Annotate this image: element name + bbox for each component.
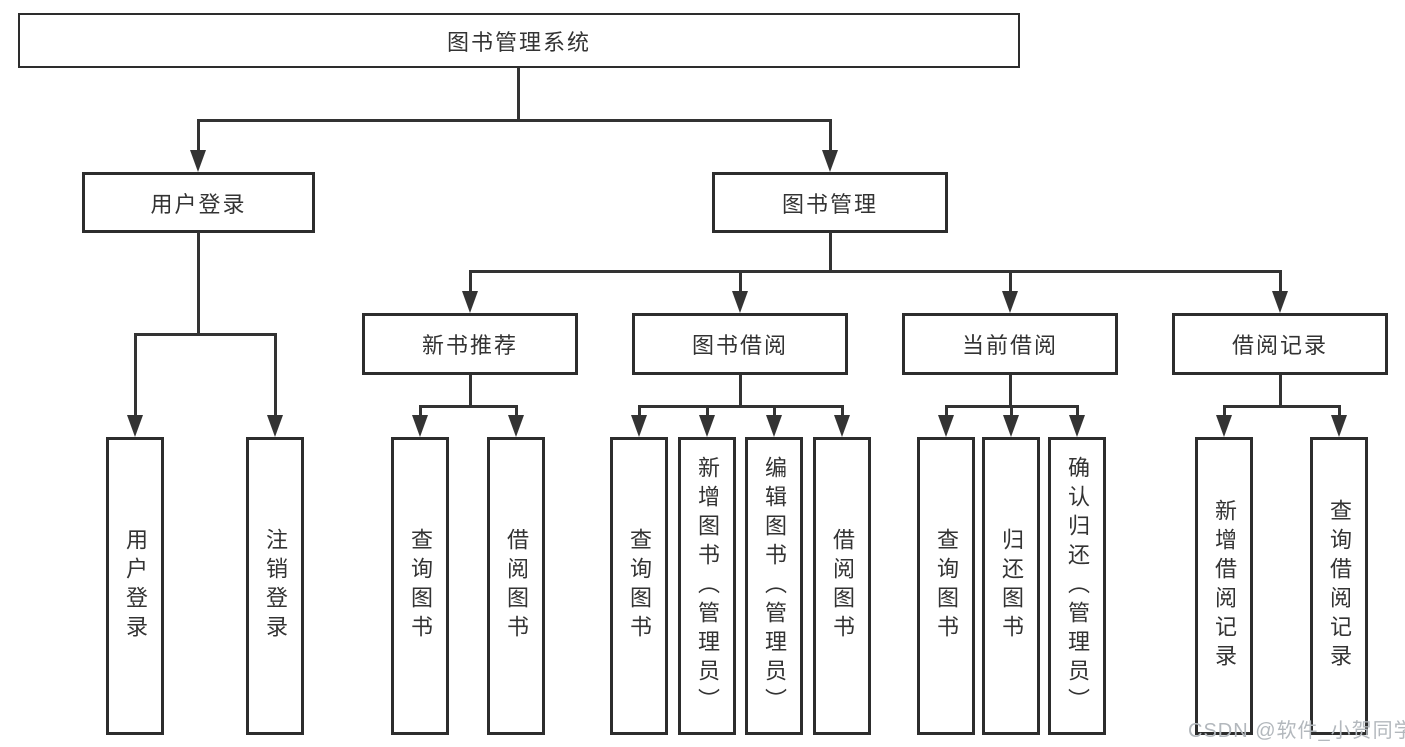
connector-records-drop-1 [1223,405,1226,416]
connector-root-stem [517,68,520,121]
node-leaf-return-books: 归还图书 [982,437,1040,735]
node-borrowing-records: 借阅记录 [1172,313,1388,375]
arrow-down-icon [938,415,954,437]
node-leaf-confirm-return-admin: 确认归还（管理员） [1048,437,1106,735]
arrow-down-icon [267,415,283,437]
connector-current-stem [1009,375,1012,407]
arrow-down-icon [1069,415,1085,437]
arrow-down-icon [766,415,782,437]
connector-mgmt-drop-1 [469,270,472,293]
connector-borrow-stem [739,375,742,407]
node-user-login: 用户登录 [82,172,315,233]
connector-rec-rail [419,405,518,408]
connector-mgmt-stem [829,232,832,273]
connector-root-drop-right [829,119,832,154]
node-leaf-logout: 注销登录 [246,437,304,735]
arrow-down-icon [1331,415,1347,437]
csdn-watermark: CSDN @软件_小贺同学 [1188,720,1405,742]
node-leaf-edit-book-admin: 编辑图书（管理员） [745,437,803,735]
arrow-down-icon [631,415,647,437]
node-leaf-add-borrow-record: 新增借阅记录 [1195,437,1253,735]
node-leaf-query-books-recommend: 查询图书 [391,437,449,735]
connector-rec-drop-1 [419,405,422,416]
node-leaf-borrow-books-recommend: 借阅图书 [487,437,545,735]
node-book-management: 图书管理 [712,172,948,233]
node-book-borrowing: 图书借阅 [632,313,848,375]
node-library-management-system: 图书管理系统 [18,13,1020,68]
arrow-down-icon [462,291,478,313]
connector-mgmt-drop-4 [1279,270,1282,293]
connector-user-drop-1 [134,333,137,417]
node-leaf-add-book-admin: 新增图书（管理员） [678,437,736,735]
connector-borrow-drop-3 [773,405,776,416]
arrow-down-icon [127,415,143,437]
connector-root-rail [197,119,832,122]
connector-borrow-rail [638,405,844,408]
node-leaf-query-borrow-record: 查询借阅记录 [1310,437,1368,735]
node-leaf-user-login: 用户登录 [106,437,164,735]
arrow-down-icon [190,150,206,172]
arrow-down-icon [508,415,524,437]
connector-mgmt-rail [469,270,1282,273]
node-leaf-query-books-current: 查询图书 [917,437,975,735]
connector-mgmt-drop-3 [1009,270,1012,293]
connector-current-drop-2 [1010,405,1013,416]
connector-current-drop-1 [945,405,948,416]
arrow-down-icon [1216,415,1232,437]
arrow-down-icon [1003,415,1019,437]
arrow-down-icon [834,415,850,437]
arrow-down-icon [822,150,838,172]
connector-records-drop-2 [1338,405,1341,416]
connector-records-stem [1279,375,1282,407]
node-new-book-recommend: 新书推荐 [362,313,578,375]
connector-mgmt-drop-2 [739,270,742,293]
connector-root-drop-left [197,119,200,154]
arrow-down-icon [1002,291,1018,313]
node-current-borrowing: 当前借阅 [902,313,1118,375]
connector-borrow-drop-1 [638,405,641,416]
node-leaf-borrow-books: 借阅图书 [813,437,871,735]
arrow-down-icon [412,415,428,437]
connector-borrow-drop-4 [841,405,844,416]
connector-user-rail [134,333,277,336]
connector-rec-stem [469,375,472,407]
arrow-down-icon [1272,291,1288,313]
node-leaf-query-books-borrow: 查询图书 [610,437,668,735]
connector-user-drop-2 [274,333,277,417]
connector-rec-drop-2 [515,405,518,416]
connector-current-drop-3 [1076,405,1079,416]
connector-user-stem [197,232,200,336]
arrow-down-icon [732,291,748,313]
arrow-down-icon [699,415,715,437]
connector-borrow-drop-2 [706,405,709,416]
connector-records-rail [1223,405,1341,408]
